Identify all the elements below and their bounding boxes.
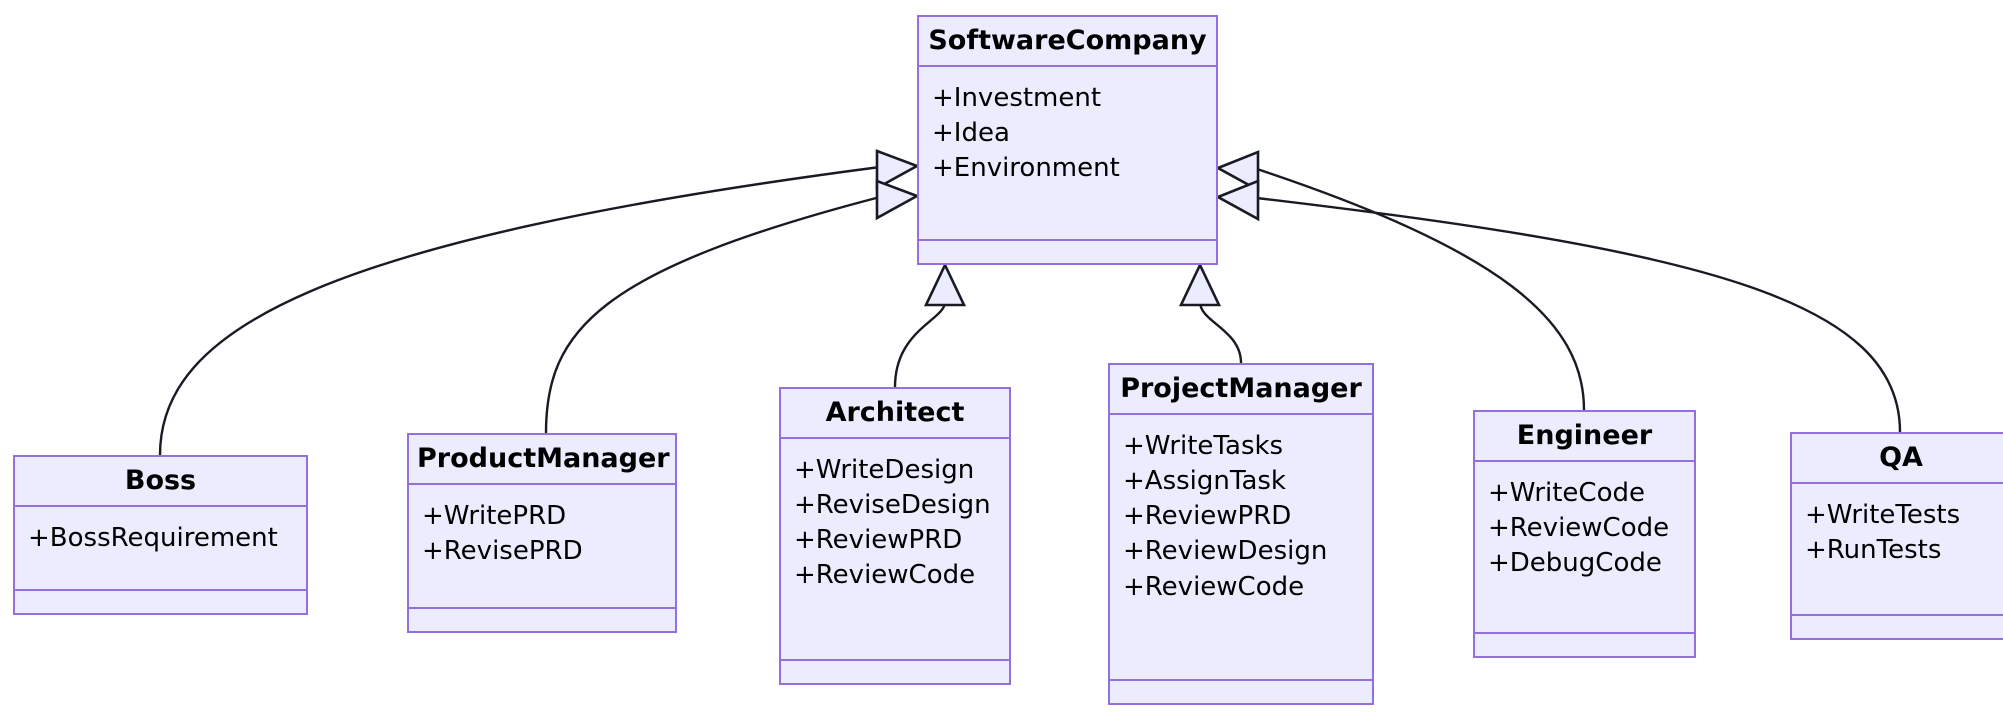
class-attribute: +ReviewDesign [1123, 536, 1328, 567]
class-attributes-architect: +WriteDesign +ReviseDesign +ReviewPRD +R… [781, 439, 1009, 661]
uml-class-project-manager[interactable]: ProjectManager +WriteTasks +AssignTask +… [1108, 363, 1374, 705]
class-attributes-engineer: +WriteCode +ReviewCode +DebugCode [1475, 462, 1694, 634]
class-attribute: +WriteTasks [1123, 431, 1284, 462]
class-attributes-product-manager: +WritePRD +RevisePRD [409, 485, 675, 609]
class-attributes-qa: +WriteTests +RunTests [1792, 484, 2003, 616]
uml-class-product-manager[interactable]: ProductManager +WritePRD +RevisePRD [407, 433, 677, 633]
class-methods-boss [15, 591, 306, 613]
class-attribute: +WriteTests [1805, 500, 1961, 531]
class-name-engineer: Engineer [1475, 412, 1694, 463]
class-methods-engineer [1475, 634, 1694, 656]
generalization-arrowhead-icon [923, 261, 967, 307]
class-attribute: +ReviewCode [1123, 571, 1305, 602]
generalization-arrowhead-icon [1214, 179, 1260, 222]
class-attribute: +ReviewPRD [1123, 501, 1292, 532]
class-attribute: +WriteCode [1488, 478, 1645, 509]
class-attribute: +RunTests [1805, 535, 1942, 566]
class-attribute: +Idea [932, 118, 1010, 149]
class-attribute: +ReviewPRD [794, 525, 963, 556]
class-name-qa: QA [1792, 434, 2003, 485]
class-attributes-boss: +BossRequirement [15, 507, 306, 591]
class-attributes-project-manager: +WriteTasks +AssignTask +ReviewPRD +Revi… [1110, 415, 1372, 681]
class-name-boss: Boss [15, 457, 306, 508]
class-attribute: +DebugCode [1488, 548, 1662, 579]
class-name-software-company: SoftwareCompany [919, 17, 1216, 68]
class-attribute: +RevisePRD [422, 536, 583, 567]
class-attribute: +ReviewCode [1488, 513, 1670, 544]
uml-class-qa[interactable]: QA +WriteTests +RunTests [1790, 432, 2003, 640]
class-attribute: +BossRequirement [28, 523, 278, 554]
uml-class-boss[interactable]: Boss +BossRequirement [13, 455, 308, 615]
class-name-project-manager: ProjectManager [1110, 365, 1372, 416]
edge-project-manager-to-company [1178, 261, 1243, 364]
uml-class-architect[interactable]: Architect +WriteDesign +ReviseDesign +Re… [779, 387, 1011, 685]
class-attribute: +AssignTask [1123, 466, 1286, 497]
class-methods-qa [1792, 616, 2003, 638]
class-name-product-manager: ProductManager [409, 435, 675, 486]
class-attribute: +ReviewCode [794, 560, 976, 591]
generalization-arrowhead-icon [1178, 261, 1222, 307]
generalization-arrowhead-icon [875, 179, 921, 221]
class-attribute: +WritePRD [422, 501, 567, 532]
class-methods-product-manager [409, 609, 675, 631]
generalization-arrowhead-icon [875, 149, 921, 191]
edge-architect-to-company [893, 261, 967, 388]
class-attributes-software-company: +Investment +Idea +Environment [919, 67, 1216, 241]
class-attribute: +WriteDesign [794, 455, 975, 486]
class-methods-architect [781, 661, 1009, 683]
class-attribute: +ReviseDesign [794, 490, 991, 521]
class-attribute: +Investment [932, 83, 1102, 114]
class-attribute: +Environment [932, 153, 1120, 184]
uml-class-software-company[interactable]: SoftwareCompany +Investment +Idea +Envir… [917, 15, 1218, 265]
class-methods-project-manager [1110, 681, 1372, 703]
generalization-arrowhead-icon [1214, 150, 1260, 193]
class-methods-software-company [919, 241, 1216, 263]
uml-class-engineer[interactable]: Engineer +WriteCode +ReviewCode +DebugCo… [1473, 410, 1696, 658]
class-name-architect: Architect [781, 389, 1009, 440]
